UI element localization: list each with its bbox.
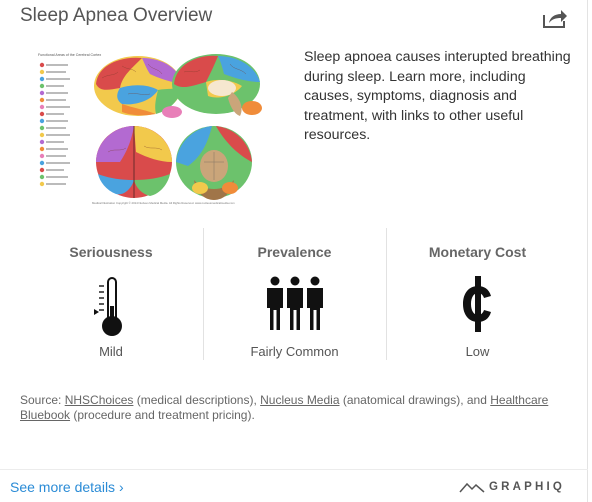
footer-divider — [0, 469, 588, 470]
stat-monetary-cost: Monetary Cost Low — [386, 228, 568, 360]
stat-prevalence: Prevalence Fairly Common — [203, 228, 385, 360]
share-button[interactable] — [542, 7, 568, 29]
healthcare-bluebook-link[interactable]: Healthcare Bluebook — [20, 393, 549, 422]
stat-label: Seriousness — [69, 244, 153, 260]
stat-label: Monetary Cost — [428, 244, 527, 260]
source-text: (procedure and treatment pricing). — [70, 408, 255, 422]
brain-diagram-header: Functional Areas of the Cerebral Cortex — [38, 53, 101, 57]
graphiq-logo-icon — [459, 482, 485, 493]
stats-row: Seriousness Mild Prevalence — [20, 228, 568, 360]
cent-icon — [460, 276, 496, 337]
brain-diagram-image: Functional Areas of the Cerebral Cortex — [34, 48, 268, 208]
nhschoices-link[interactable]: NHSChoices — [64, 393, 134, 407]
graphiq-logo-text: GRAPHIQ — [489, 481, 566, 493]
stat-value: Fairly Common — [250, 344, 339, 359]
stat-seriousness: Seriousness Mild — [20, 228, 202, 360]
see-more-details-link[interactable]: See more details › — [10, 479, 124, 495]
source-citation: Source: NHSChoices (medical descriptions… — [20, 393, 570, 423]
stat-value: Mild — [99, 344, 123, 359]
source-text: (medical descriptions), — [133, 393, 261, 407]
brain-diagram-credit: Medical Illustration Copyright © 2014 Nu… — [92, 201, 235, 205]
nucleus-media-link[interactable]: Nucleus Media — [260, 393, 340, 407]
source-prefix: Source: — [20, 393, 65, 407]
graphiq-logo[interactable]: GRAPHIQ — [459, 479, 565, 495]
stat-label: Prevalence — [257, 244, 332, 260]
description-text: Sleep apnoea causes interupted breathing… — [304, 49, 571, 144]
people-icon — [266, 276, 324, 337]
source-text: (anatomical drawings), and — [339, 393, 491, 407]
page-title: Sleep Apnea Overview — [20, 5, 213, 26]
thermometer-icon — [91, 276, 131, 343]
share-icon — [543, 10, 567, 28]
stat-value: Low — [465, 344, 490, 359]
